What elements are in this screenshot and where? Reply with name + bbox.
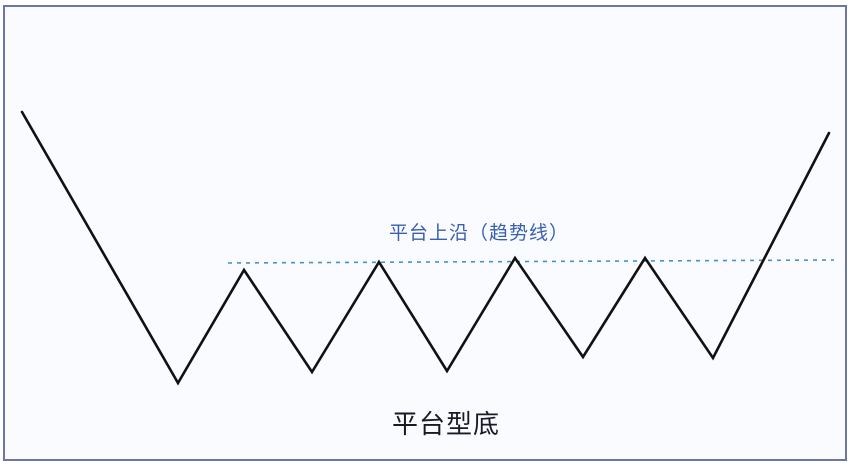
diagram-caption: 平台型底: [392, 410, 501, 440]
trend-line-dashed: [227, 259, 835, 264]
trend-line-label: 平台上沿（趋势线）: [389, 222, 570, 244]
price-zigzag-line: [20, 110, 831, 386]
diagram-frame: [3, 5, 847, 461]
